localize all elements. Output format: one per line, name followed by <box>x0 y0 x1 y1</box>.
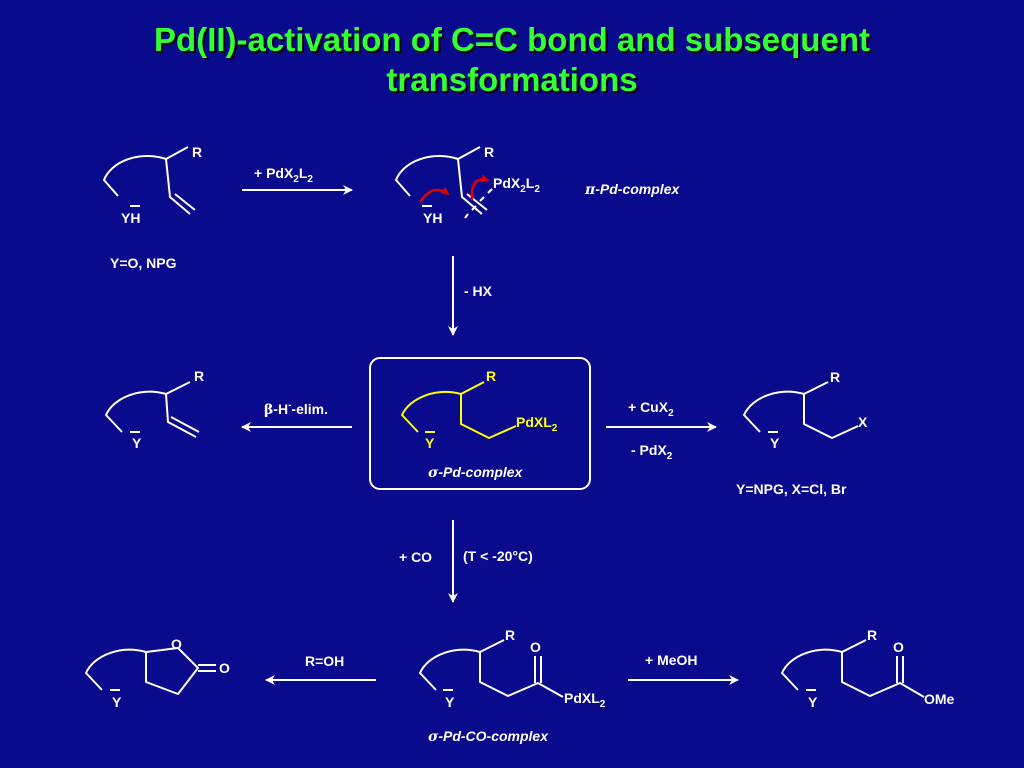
acyl-complex: R O Y PdXL2 σ-Pd-CO-complex <box>419 627 606 745</box>
halide-product: R X Y Y=NPG, X=Cl, Br <box>736 369 868 497</box>
step2-arrow: - HX <box>448 256 493 336</box>
start-yh-label: YH <box>121 210 140 226</box>
halide-substituents: Y=NPG, X=Cl, Br <box>736 481 847 497</box>
alkene-r-label: R <box>194 368 204 384</box>
methanolysis-arrow: + MeOH <box>628 652 739 685</box>
sigma-pd-label: PdXL2 <box>516 414 558 434</box>
alkene-product: R Y <box>105 368 204 451</box>
halide-r-label: R <box>830 369 840 385</box>
ester-y-label: Y <box>808 694 818 710</box>
halogenation-arrow: + CuX2 - PdX2 <box>606 399 717 462</box>
beta-elim-arrow: β-H--elim. <box>241 400 352 432</box>
ester-ome-label: OMe <box>924 691 955 707</box>
carbonylation-condition: (T < -20°C) <box>463 548 533 564</box>
step1-arrow: + PdX2L2 <box>242 165 353 195</box>
pi-complex-name: π-Pd-complex <box>584 181 680 198</box>
pi-yh-label: YH <box>423 210 442 226</box>
lactonization-reagent: R=OH <box>305 653 344 669</box>
halide-y-label: Y <box>770 435 780 451</box>
sigma-complex-box: R Y PdXL2 σ-Pd-complex <box>369 357 591 490</box>
lactone-carbonyl-o-label: O <box>219 660 230 676</box>
ester-r-label: R <box>867 627 877 643</box>
halogenation-reagent-bottom: - PdX2 <box>631 442 673 462</box>
sigma-r-label: R <box>486 368 496 384</box>
carbonylation-arrow: + CO (T < -20°C) <box>399 520 533 603</box>
acyl-r-label: R <box>505 627 515 643</box>
start-molecule: R YH Y=O, NPG <box>103 144 202 271</box>
lactone-ring-o-label: O <box>171 636 182 652</box>
start-substituents: Y=O, NPG <box>110 255 177 271</box>
lactonization-arrow: R=OH <box>265 653 376 685</box>
methanolysis-reagent: + MeOH <box>645 652 698 668</box>
ester-product: R O OMe Y <box>781 627 955 710</box>
pi-r-label: R <box>484 144 494 160</box>
beta-elim-label: β-H--elim. <box>264 400 328 418</box>
pi-pd-label: PdX2L2 <box>493 175 540 195</box>
sigma-y-label: Y <box>425 435 435 451</box>
step1-reagent: + PdX2L2 <box>254 165 313 185</box>
step2-reagent: - HX <box>464 283 493 299</box>
alkene-y-label: Y <box>132 435 142 451</box>
carbonylation-reagent: + CO <box>399 549 432 565</box>
title-line-2: transformations <box>386 61 638 98</box>
start-r-label: R <box>192 144 202 160</box>
sigma-complex-name: σ-Pd-complex <box>428 464 524 481</box>
halide-x-label: X <box>858 414 868 430</box>
title-line-1: Pd(II)-activation of C=C bond and subseq… <box>154 21 870 58</box>
pi-complex: R YH PdX2L2 π-Pd-complex <box>395 144 680 226</box>
acyl-o-label: O <box>530 639 541 655</box>
acyl-y-label: Y <box>445 694 455 710</box>
halogenation-reagent-top: + CuX2 <box>628 399 674 419</box>
acyl-pd-label: PdXL2 <box>564 690 606 710</box>
acyl-complex-name: σ-Pd-CO-complex <box>428 728 549 745</box>
ester-o-label: O <box>893 639 904 655</box>
slide-title: Pd(II)-activation of C=C bond and subseq… <box>0 20 1024 100</box>
lactone-product: O O Y <box>85 636 230 710</box>
lactone-y-label: Y <box>112 694 122 710</box>
